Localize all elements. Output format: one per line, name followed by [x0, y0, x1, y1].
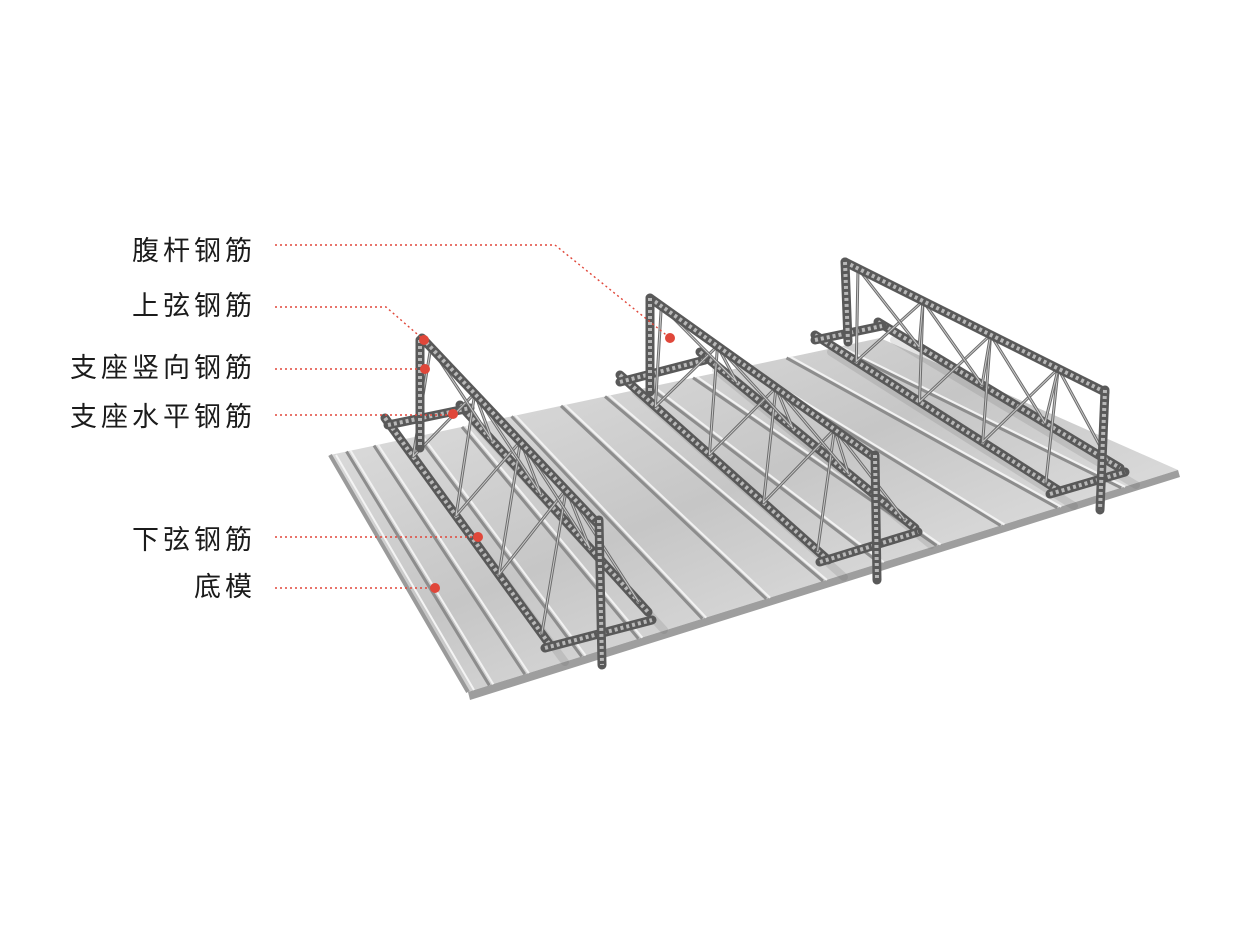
- leader-support-vertical-bar: [275, 364, 430, 374]
- deck-ribs: [345, 345, 1126, 687]
- truss-2: [620, 298, 918, 580]
- leader-web-bar: [275, 244, 675, 343]
- leader-bottom-chord: [275, 532, 483, 542]
- label-support-horizontal-bar: 支座水平钢筋: [70, 402, 256, 433]
- truss-3: [815, 262, 1125, 510]
- deck-front-edge: [468, 470, 1180, 700]
- label-web-bar: 腹杆钢筋: [132, 236, 256, 267]
- label-bottom-chord: 下弦钢筋: [132, 525, 256, 556]
- label-support-vertical-bar: 支座竖向钢筋: [70, 353, 256, 384]
- web-bars: [653, 304, 906, 553]
- deck-left-lip: [328, 453, 470, 694]
- leader-support-horizontal-bar: [275, 409, 458, 419]
- leader-top-chord: [275, 306, 429, 345]
- label-bottom-form: 底模: [194, 572, 256, 603]
- deck-left-lip-highlight: [335, 454, 475, 691]
- label-top-chord: 上弦钢筋: [132, 291, 256, 322]
- leader-lines: [275, 244, 675, 593]
- web-bars: [854, 267, 1110, 484]
- truss-1: [385, 338, 652, 665]
- leader-bottom-form: [275, 583, 440, 593]
